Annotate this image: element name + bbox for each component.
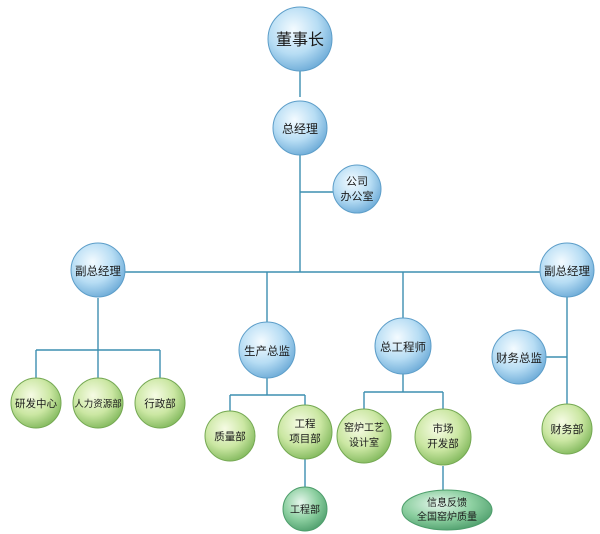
node-label: 总经理 [282, 122, 318, 136]
node-project-dept: 工程 项目部 [277, 404, 333, 460]
node-label: 副总经理 [75, 264, 121, 278]
node-label-line2: 全国窑炉质量 [417, 510, 477, 523]
node-label: 副总经理 [544, 264, 590, 278]
node-label-line1: 信息反馈 [427, 496, 467, 509]
node-chief-engineer: 总工程师 [374, 317, 432, 375]
node-office: 公司 办公室 [332, 164, 382, 214]
node-deputy-gm-right: 副总经理 [539, 242, 595, 298]
node-deputy-gm-left: 副总经理 [70, 242, 126, 298]
node-label-line1: 窑炉工艺 [344, 421, 384, 434]
node-label: 人力资源部 [74, 398, 122, 410]
node-label-line1: 公司 [346, 175, 368, 188]
node-label: 总工程师 [380, 340, 426, 354]
node-label: 行政部 [144, 397, 176, 410]
node-label: 生产总监 [244, 344, 290, 358]
connector-lines [35, 70, 568, 490]
node-quality-dept: 质量部 [204, 410, 256, 462]
node-chairman: 董事长 [267, 6, 333, 72]
node-label: 工程部 [290, 503, 320, 516]
node-engineering-dept: 工程部 [282, 486, 328, 532]
node-label: 财务总监 [496, 351, 542, 365]
node-label-line2: 办公室 [341, 189, 374, 203]
node-label-line2: 开发部 [427, 437, 459, 450]
node-hr-dept: 人力资源部 [72, 377, 124, 429]
node-finance-dept: 财务部 [541, 403, 593, 455]
node-label-line1: 市场 [433, 422, 454, 435]
node-kiln-design: 窑炉工艺 设计室 [336, 408, 392, 464]
node-admin-dept: 行政部 [134, 377, 186, 429]
node-label: 董事长 [276, 30, 324, 49]
node-rnd-center: 研发中心 [10, 377, 62, 429]
node-market-dev: 市场 开发部 [414, 408, 472, 466]
node-label: 财务部 [551, 422, 584, 436]
node-label-line1: 工程 [295, 418, 316, 430]
node-label: 质量部 [214, 430, 246, 443]
node-production-director: 生产总监 [238, 321, 296, 379]
node-label: 研发中心 [15, 397, 57, 410]
node-general-manager: 总经理 [272, 100, 328, 156]
node-label-line2: 设计室 [349, 436, 379, 449]
node-finance-director: 财务总监 [491, 329, 547, 385]
node-label-line2: 项目部 [289, 432, 321, 445]
node-info-feedback: 信息反馈 全国窑炉质量 [401, 489, 493, 531]
